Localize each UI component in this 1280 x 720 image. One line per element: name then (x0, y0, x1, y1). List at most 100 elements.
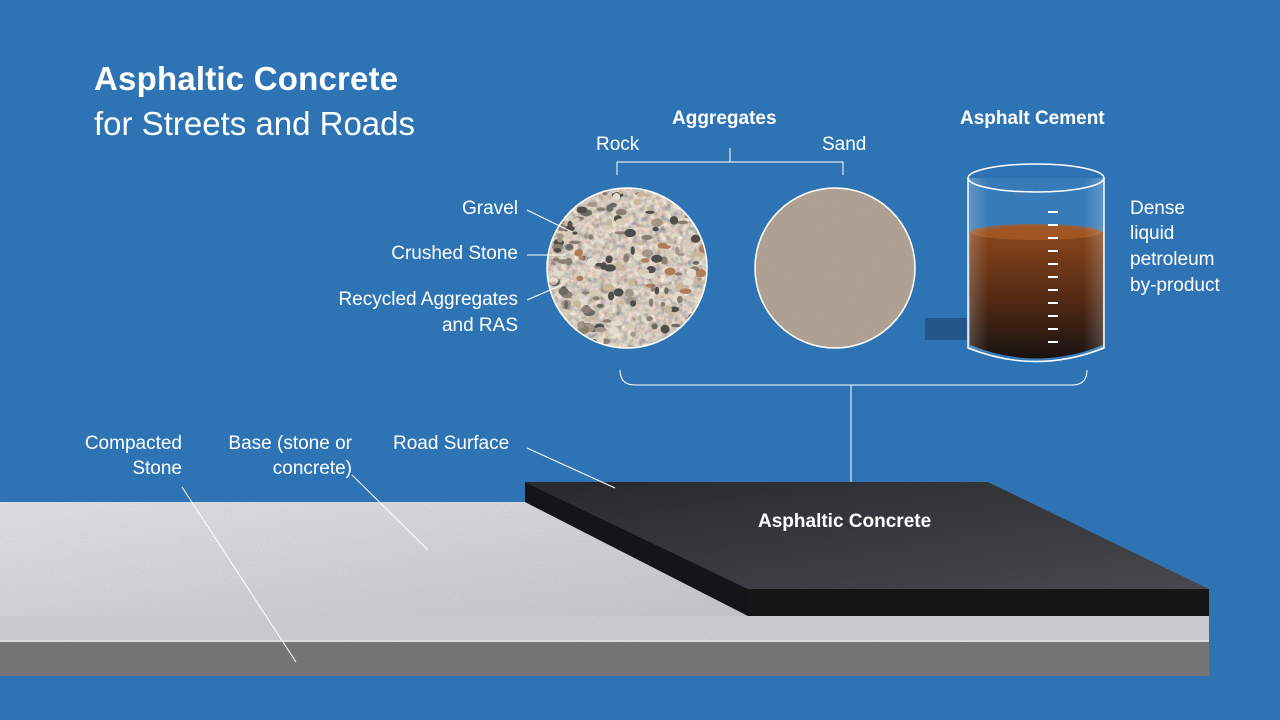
pebble (693, 310, 706, 319)
pebble (609, 326, 619, 336)
pebble (572, 231, 578, 235)
pebble (581, 188, 591, 194)
pebble (595, 262, 604, 267)
pebble (671, 342, 680, 347)
pebble (669, 216, 679, 225)
pebble (567, 220, 573, 229)
road-layers (0, 482, 1209, 676)
pebble (651, 254, 663, 263)
recycled-aggregates-label: Recycled Aggregates (338, 289, 518, 310)
pebble (624, 323, 637, 329)
pebble (604, 232, 609, 239)
rock-sample-image (546, 187, 708, 349)
pebble (548, 324, 555, 333)
pebble (677, 198, 683, 203)
pebble (652, 226, 659, 232)
pebble (572, 295, 580, 300)
pebble (630, 246, 635, 255)
pebble (624, 288, 634, 298)
pebble (557, 259, 570, 264)
ras-label: and RAS (441, 315, 518, 336)
pebble (675, 246, 680, 255)
cement-desc-line-2: liquid (1130, 223, 1175, 244)
pebble (602, 283, 614, 292)
pebble (612, 192, 621, 201)
asphalt-cement-beaker (925, 163, 1105, 363)
pebble (586, 202, 597, 207)
pebble (628, 278, 636, 287)
pebble (596, 207, 606, 212)
pebble (674, 272, 683, 276)
pebble (563, 341, 569, 348)
pebble (549, 305, 556, 312)
asphaltic-concrete-label: Asphaltic Concrete (758, 511, 932, 532)
pebble (692, 260, 700, 265)
pebble (575, 339, 587, 347)
pebble (624, 228, 636, 238)
pebble (683, 329, 689, 337)
compacted-stone-label-2: Stone (132, 458, 182, 479)
pebble (583, 340, 596, 347)
rock-label: Rock (596, 134, 640, 155)
pebble (564, 300, 569, 310)
pebble (556, 233, 564, 239)
pebble (553, 247, 562, 253)
pebble (565, 243, 574, 251)
pebble (669, 312, 675, 318)
pebble (549, 212, 560, 216)
pebble (561, 309, 571, 317)
pebble (558, 287, 569, 296)
pebble (654, 286, 660, 295)
pebble (608, 291, 615, 301)
pebble (656, 188, 664, 193)
pebble (590, 288, 599, 297)
pebble (547, 307, 552, 316)
pebble (606, 218, 613, 226)
pebble (614, 231, 627, 235)
pebble (641, 235, 653, 240)
pebble (645, 210, 655, 214)
pebble (562, 335, 570, 340)
pebble (664, 267, 676, 276)
pebble (615, 209, 627, 216)
pebble (646, 310, 658, 315)
pebble (681, 241, 693, 248)
pebble (686, 332, 692, 338)
gravel-label: Gravel (462, 198, 518, 219)
pebble (589, 315, 598, 321)
pebble (630, 331, 637, 337)
pebble (664, 287, 669, 295)
asphalt-cement-heading: Asphalt Cement (960, 108, 1105, 129)
pebble (588, 234, 594, 240)
pebble (676, 220, 689, 225)
pebble (675, 282, 685, 291)
pebble (557, 237, 563, 243)
page-subtitle: for Streets and Roads (94, 105, 416, 142)
pebble (680, 338, 689, 342)
pebble (660, 324, 670, 334)
aggregates-heading: Aggregates (672, 108, 777, 129)
sand-sample-image (754, 187, 916, 349)
pebble (651, 218, 663, 228)
pebble (592, 296, 600, 301)
pebble (581, 305, 592, 314)
pebble (698, 213, 707, 220)
base-label-1: Base (stone or (228, 433, 352, 454)
pebble (557, 320, 564, 326)
pebble (547, 196, 554, 204)
compacted-stone-label-1: Compacted (84, 433, 182, 454)
pebble (594, 326, 607, 333)
pebble (690, 234, 701, 243)
road-surface-label: Road Surface (393, 433, 510, 454)
pebble (617, 267, 628, 271)
pebble (568, 240, 581, 245)
pebble (571, 333, 579, 342)
pebble (657, 242, 668, 249)
pebble (620, 276, 627, 280)
pebble (560, 323, 569, 331)
sand-label: Sand (822, 134, 867, 155)
pebble (552, 317, 558, 323)
pebble (576, 206, 588, 214)
pebble (615, 218, 627, 226)
pebble (572, 300, 582, 308)
